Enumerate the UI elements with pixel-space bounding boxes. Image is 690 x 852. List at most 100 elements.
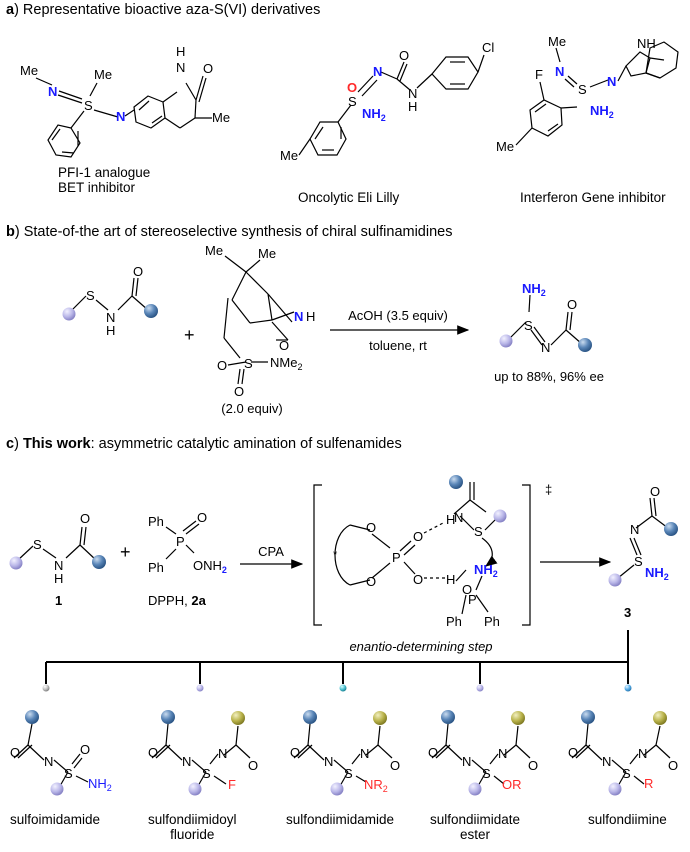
atom-s: S: [482, 766, 491, 781]
lavender-sphere: [468, 782, 482, 796]
dagger-symbol: ‡: [545, 482, 552, 497]
atom-o: O: [399, 48, 409, 63]
blue-sphere: [303, 710, 317, 724]
atom-n: N: [48, 84, 57, 99]
atom-me: Me: [548, 34, 566, 49]
atom-o: O: [568, 745, 578, 760]
atom-o: O: [80, 742, 90, 757]
branch-tree: [45, 630, 629, 684]
conditions-bottom: toluene, rt: [369, 338, 427, 353]
olive-sphere: [653, 711, 667, 725]
atom-o: O: [10, 745, 20, 760]
atom-me: Me: [20, 63, 38, 78]
atom-ph: Ph: [148, 514, 164, 529]
product-name-sulfoimidamide: sulfoimidamide: [10, 812, 101, 827]
atom-n: N: [607, 74, 616, 89]
ts-caption: enantio-determining step: [349, 639, 492, 654]
atom-n: N: [498, 746, 507, 761]
atom-o: O: [234, 384, 244, 399]
atom-h: H: [446, 572, 455, 587]
lavender-dot: [196, 684, 204, 692]
atom-n: N: [462, 754, 471, 769]
product-name-sulfondiimidoyl-fluoride: sulfondiimidoyl fluoride: [148, 812, 237, 842]
atom-s: S: [64, 766, 73, 781]
blue-sphere: [25, 710, 39, 724]
atom-o: O: [650, 484, 660, 499]
atom-s: S: [348, 94, 357, 109]
atom-n: N: [44, 754, 53, 769]
atom-n: N: [454, 510, 463, 525]
atom-o: O: [148, 745, 158, 760]
atom-n: N: [373, 64, 382, 79]
lavender-sphere: [608, 782, 622, 796]
sky-dot: [624, 684, 632, 692]
atom-n: N: [294, 309, 303, 324]
atom-n: N: [638, 746, 647, 761]
sulfenamide-b: [70, 277, 149, 312]
atom-s: S: [244, 356, 253, 371]
oxaziridine-reagent: [223, 255, 295, 385]
atom-n: N: [541, 340, 550, 355]
atom-h: H: [446, 512, 455, 527]
atom-nh2: NH2: [590, 103, 614, 120]
atom-o: O: [80, 511, 90, 526]
caption-pfi1: PFI-1 analogue BET inhibitor: [58, 165, 151, 195]
atom-o: O: [290, 745, 300, 760]
atom-labels: Me N S Me N H N O Me O N S NH2 O N H Cl …: [10, 34, 678, 794]
chiral-star: *: [333, 549, 338, 561]
atom-ph: Ph: [148, 560, 164, 575]
dpph-label: DPPH, 2a: [148, 593, 207, 608]
atom-o: O: [528, 758, 538, 773]
product-name-sulfondiimidate-ester: sulfondiimidate ester: [430, 812, 521, 842]
atom-h: H: [306, 309, 315, 324]
atom-nh2: NH2: [522, 281, 546, 298]
atom-s: S: [344, 766, 353, 781]
atom-o: O: [197, 510, 207, 525]
caption-interferon: Interferon Gene inhibitor: [520, 190, 666, 205]
pfi1-structure: [35, 75, 212, 158]
product-or: OR: [502, 777, 522, 792]
atom-nh: NH: [637, 36, 656, 51]
atom-p: P: [392, 550, 401, 565]
atom-s: S: [578, 82, 587, 97]
atom-n: N: [106, 310, 115, 325]
product-skeletons: [13, 723, 671, 787]
caption-eli-lilly: Oncolytic Eli Lilly: [298, 190, 400, 205]
atom-o: O: [203, 61, 213, 76]
lavender-sphere: [493, 509, 507, 523]
ts-bracket-right: [522, 484, 531, 626]
atom-o: O: [279, 338, 289, 353]
lavender-sphere: [9, 556, 23, 570]
olive-sphere: [231, 711, 245, 725]
blue-sphere: [92, 555, 106, 569]
blue-sphere: [581, 710, 595, 724]
lavender-sphere: [188, 782, 202, 796]
atom-o: O: [133, 264, 143, 279]
sulfenamide-c: [17, 526, 97, 561]
atom-s: S: [524, 318, 533, 333]
atom-o: O: [390, 758, 400, 773]
product-name-sulfondiimine: sulfondiimine: [588, 812, 667, 827]
lavender-sphere: [499, 334, 513, 348]
blue-sphere: [664, 522, 678, 536]
atom-h: H: [106, 323, 115, 338]
atom-p: P: [176, 534, 185, 549]
atom-h: H: [176, 44, 185, 59]
atom-nh2: NH2: [474, 562, 498, 579]
product-f: F: [228, 777, 236, 792]
atom-n: N: [408, 86, 417, 101]
plus-sign-b: +: [184, 325, 195, 345]
blue-sphere: [441, 710, 455, 724]
atom-h: H: [54, 571, 63, 586]
atom-me: Me: [496, 139, 514, 154]
gray-dot: [42, 684, 50, 692]
atom-s: S: [474, 524, 483, 539]
atom-onh2: ONH2: [193, 558, 227, 575]
blue-sphere: [161, 710, 175, 724]
lavender-sphere: [62, 307, 76, 321]
blue-sphere: [449, 475, 463, 489]
atom-nh2: NH2: [362, 106, 386, 123]
lavender-sphere: [608, 573, 622, 587]
spheres: [9, 304, 678, 796]
atom-me: Me: [212, 110, 230, 125]
